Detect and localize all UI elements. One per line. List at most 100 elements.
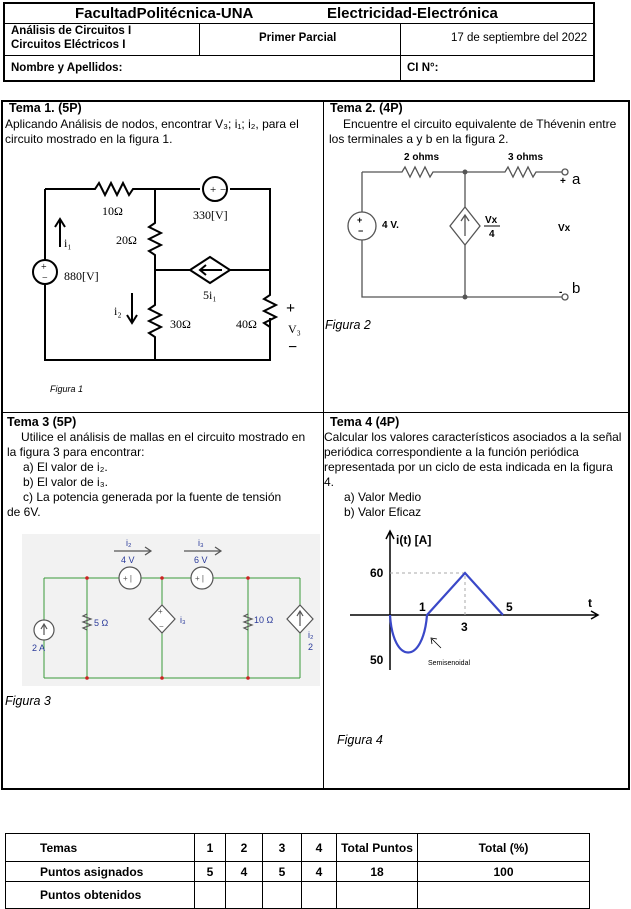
dep-current-i2-label: i₂ bbox=[308, 630, 314, 640]
svg-text:+: + bbox=[158, 607, 163, 616]
question-3-title: Tema 3 (5P) bbox=[7, 415, 77, 429]
grades-assigned-total: 18 bbox=[336, 861, 418, 882]
x-tick-3: 3 bbox=[461, 620, 468, 634]
faculty-name: FacultadPolitécnica-UNA bbox=[75, 5, 254, 22]
question-4-text: Calcular los valores característicos aso… bbox=[324, 430, 622, 489]
dep-current-i3-label: i₃ bbox=[180, 615, 186, 625]
terminal-minus: - bbox=[559, 287, 562, 298]
dep-source-num: Vx bbox=[485, 215, 498, 226]
y-tick-60: 60 bbox=[370, 566, 384, 580]
question-3-item-a: a) El valor de i₂. bbox=[23, 460, 108, 474]
grades-col-percent: Total (%) bbox=[417, 833, 590, 862]
header-course-row: Análisis de Circuitos I Circuitos Eléctr… bbox=[5, 23, 593, 56]
figure-4-caption: Figura 4 bbox=[337, 733, 383, 747]
grades-col-temas: Temas bbox=[5, 833, 195, 862]
x-tick-5: 5 bbox=[506, 600, 513, 614]
grades-assigned-percent: 100 bbox=[417, 861, 590, 882]
question-4-item-a: a) Valor Medio bbox=[344, 490, 422, 504]
source-6v-label: 6 V bbox=[194, 555, 208, 565]
grades-assigned-2: 4 bbox=[225, 861, 263, 882]
current-2a-label: 2 A bbox=[32, 643, 45, 653]
svg-text:+: + bbox=[286, 300, 295, 317]
grades-assigned-row: Puntos asignados 5 4 5 4 18 100 bbox=[5, 861, 590, 882]
source-4v-label: 4 V. bbox=[382, 220, 399, 231]
grades-obtained-percent[interactable] bbox=[417, 881, 590, 909]
figure-3-caption: Figura 3 bbox=[5, 694, 51, 708]
figure-1-circuit: 10Ω 20Ω 30Ω 40Ω 330[V] 880[V] 5i₁ i₁ i₂ … bbox=[32, 176, 301, 361]
resistor-5-label: 5 Ω bbox=[94, 618, 109, 628]
exam-header: FacultadPolitécnica-UNA Electricidad-Ele… bbox=[3, 2, 595, 82]
resistor-20-label: 20Ω bbox=[116, 233, 137, 247]
svg-text:+ |: + | bbox=[195, 574, 204, 583]
grades-header-row: Temas 1 2 3 4 Total Puntos Total (%) bbox=[5, 833, 590, 862]
grades-assigned-4: 4 bbox=[301, 861, 337, 882]
x-axis-label: t bbox=[588, 596, 592, 610]
grades-table: Temas 1 2 3 4 Total Puntos Total (%) Pun… bbox=[5, 833, 590, 909]
question-3-item-c: c) La potencia generada por la fuente de… bbox=[7, 490, 282, 519]
figure-3-circuit: i₂ i₃ 4 V 6 V 5 Ω 10 Ω 2 A i₃ i₂ 2 + | + … bbox=[22, 534, 320, 686]
source-330-label: 330[V] bbox=[193, 208, 228, 222]
grades-col-2: 2 bbox=[225, 833, 263, 862]
terminal-b: b bbox=[572, 280, 580, 297]
resistor-10-label: 10 Ω bbox=[254, 615, 274, 625]
svg-text:+: + bbox=[41, 262, 47, 273]
grades-obtained-2[interactable] bbox=[225, 881, 263, 909]
department-name: Electricidad-Electrónica bbox=[327, 5, 498, 22]
grades-col-total: Total Puntos bbox=[336, 833, 418, 862]
grades-obtained-row: Puntos obtenidos bbox=[5, 881, 590, 909]
dep-current-den: 2 bbox=[308, 642, 313, 652]
question-3-item-b: b) El valor de i₃. bbox=[23, 475, 108, 489]
terminal-a: a bbox=[572, 171, 581, 188]
source-880-label: 880[V] bbox=[64, 269, 99, 283]
y-tick-50: 50 bbox=[370, 653, 384, 667]
student-name-field[interactable]: Nombre y Apellidos: bbox=[11, 62, 123, 74]
x-tick-1: 1 bbox=[419, 600, 426, 614]
question-2-title: Tema 2. (4P) bbox=[330, 101, 403, 115]
grades-col-1: 1 bbox=[194, 833, 226, 862]
current-i1-label: i₁ bbox=[64, 236, 72, 250]
svg-text:−: − bbox=[358, 226, 363, 236]
resistor-40-label: 40Ω bbox=[236, 317, 257, 331]
grades-obtained-3[interactable] bbox=[262, 881, 302, 909]
svg-text:−: − bbox=[42, 273, 48, 284]
mesh-i3-label: i₃ bbox=[198, 538, 204, 548]
voltage-v3-label: V₃ bbox=[288, 322, 301, 336]
header-student-row: Nombre y Apellidos: CI N°: bbox=[5, 55, 593, 82]
semisine-note: Semisenoidal bbox=[428, 660, 470, 667]
grades-obtained-total[interactable] bbox=[336, 881, 418, 909]
question-1-title: Tema 1. (5P) bbox=[9, 101, 82, 115]
grades-assigned-3: 5 bbox=[262, 861, 302, 882]
figure-2-circuit: 2 ohms 3 ohms 4 V. Vx 4 Vx + - + − a b bbox=[347, 152, 581, 301]
dependent-source-label: 5i₁ bbox=[203, 288, 217, 302]
resistor-30-label: 30Ω bbox=[170, 317, 191, 331]
question-2-text: Encuentre el circuito equivalente de Thé… bbox=[329, 117, 617, 146]
grades-obtained-4[interactable] bbox=[301, 881, 337, 909]
svg-text:−: − bbox=[220, 184, 226, 196]
mesh-i2-label: i₂ bbox=[126, 538, 132, 548]
course-name-2: Circuitos Eléctricos I bbox=[11, 39, 126, 51]
y-axis-label: i(t) [A] bbox=[396, 533, 431, 547]
grades-obtained-label: Puntos obtenidos bbox=[5, 881, 195, 909]
resistor-10-label: 10Ω bbox=[102, 204, 123, 218]
grades-obtained-1[interactable] bbox=[194, 881, 226, 909]
grades-assigned-1: 5 bbox=[194, 861, 226, 882]
svg-text:+: + bbox=[210, 184, 216, 196]
terminal-plus: + bbox=[560, 176, 566, 187]
exam-date: 17 de septiembre del 2022 bbox=[451, 32, 588, 44]
vx-label: Vx bbox=[558, 223, 571, 234]
header-title-row: FacultadPolitécnica-UNA Electricidad-Ele… bbox=[5, 4, 593, 24]
svg-text:+ |: + | bbox=[123, 574, 132, 583]
figure-4-waveform: i(t) [A] t 60 50 1 3 5 Semisenoidal bbox=[350, 529, 600, 670]
svg-text:+: + bbox=[357, 215, 362, 225]
question-3-intro: Utilice el análisis de mallas en el circ… bbox=[7, 430, 306, 459]
question-4-item-b: b) Valor Eficaz bbox=[344, 505, 422, 519]
grades-col-4: 4 bbox=[301, 833, 337, 862]
figure-2-caption: Figura 2 bbox=[325, 318, 371, 332]
source-4v-label: 4 V bbox=[121, 555, 135, 565]
resistor-3-label: 3 ohms bbox=[508, 152, 543, 163]
exam-name: Primer Parcial bbox=[259, 32, 337, 44]
dep-source-den: 4 bbox=[489, 229, 495, 240]
course-name-1: Análisis de Circuitos I bbox=[11, 25, 132, 37]
question-1-text: Aplicando Análisis de nodos, encontrar V… bbox=[5, 117, 299, 146]
student-id-field[interactable]: CI N°: bbox=[407, 62, 439, 74]
